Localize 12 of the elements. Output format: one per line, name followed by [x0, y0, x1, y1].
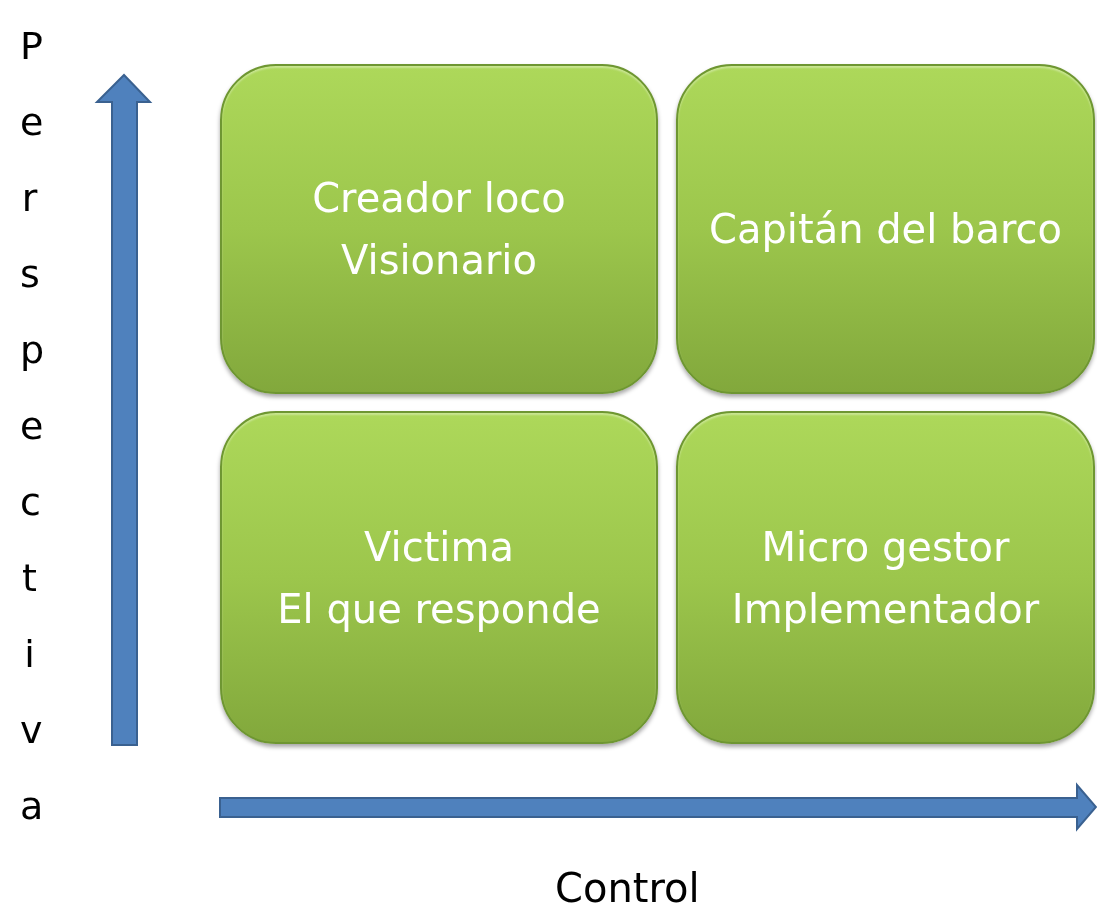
quadrant-box	[676, 64, 1095, 394]
quadrant-box	[676, 411, 1095, 744]
quadrant-label: Victima	[364, 522, 514, 572]
quadrant-label: Creador loco	[312, 174, 566, 223]
quadrant-label: Implementador	[731, 584, 1040, 634]
quadrant-label: Micro gestor	[761, 522, 1010, 572]
quadrant-box	[220, 64, 658, 394]
quadrant-box	[220, 411, 658, 744]
axis-label: Control	[555, 864, 700, 912]
quadrant-label: Capitán del barco	[709, 205, 1062, 254]
quadrant-label: El que responde	[277, 584, 601, 634]
quadrant-label: Visionario	[341, 236, 537, 285]
